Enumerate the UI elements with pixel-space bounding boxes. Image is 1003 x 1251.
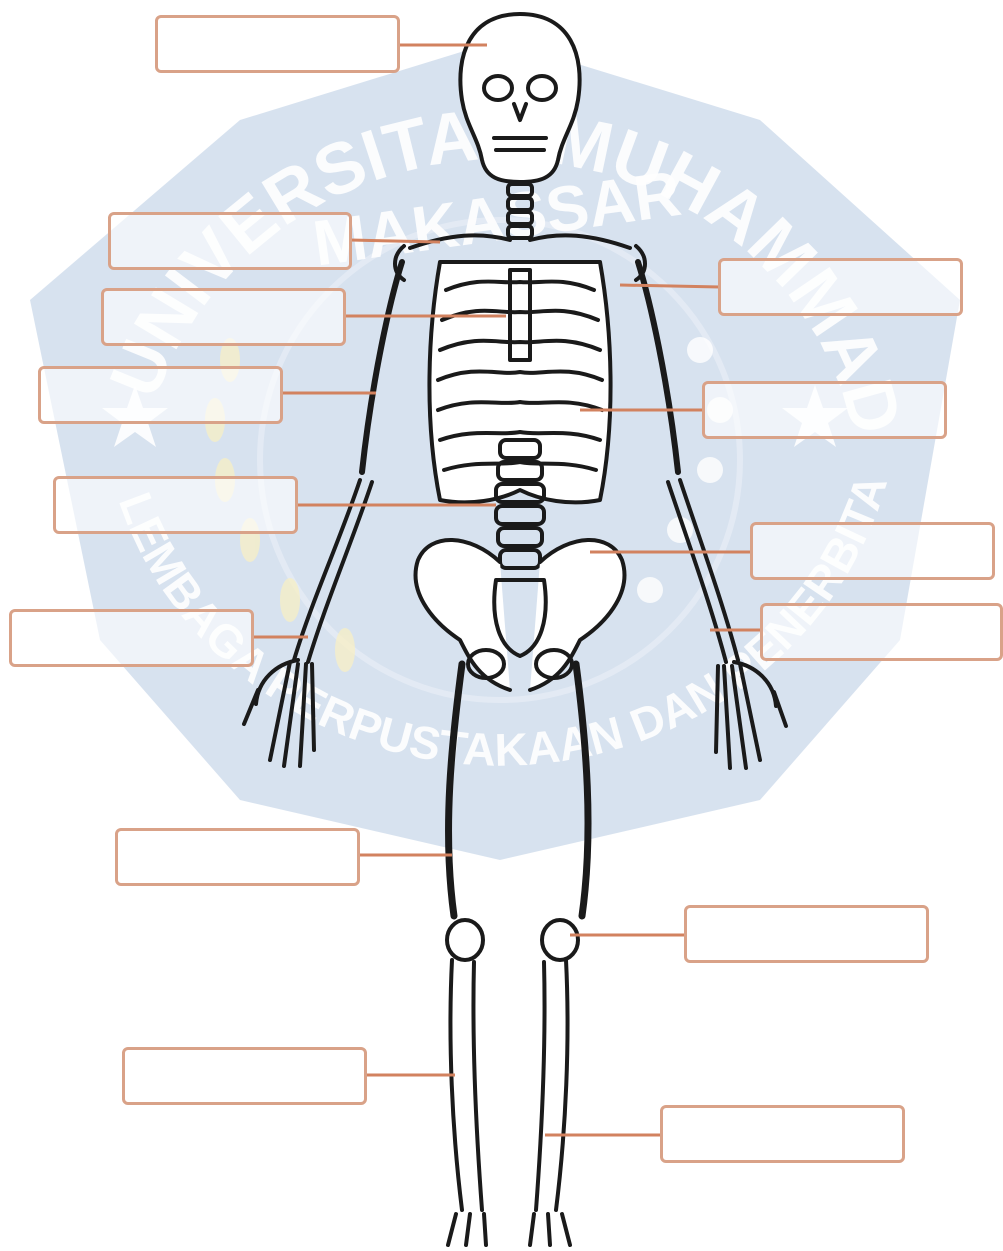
label-box-clavicle[interactable] [108,212,352,270]
label-box-pelvis[interactable] [750,522,995,580]
label-box-patella[interactable] [684,905,929,963]
label-box-tibia[interactable] [660,1105,905,1163]
leader-scapula [620,285,720,287]
label-box-sternum[interactable] [101,288,346,346]
right-leg-bones [530,664,588,1245]
label-box-fibula[interactable] [122,1047,367,1105]
right-arm-bones [638,262,786,768]
label-box-scapula[interactable] [718,258,963,316]
label-box-femur[interactable] [115,828,360,886]
label-box-spine[interactable] [53,476,298,534]
ribcage [429,262,610,502]
neck-vertebrae [508,184,532,238]
skull-bone [460,14,579,182]
label-box-ribs[interactable] [702,381,947,439]
leader-clavicle [350,240,440,242]
label-box-radius[interactable] [9,609,254,667]
label-box-skull[interactable] [155,15,400,73]
pelvis-bone [416,540,625,690]
left-leg-bones [447,664,486,1245]
label-box-humerus[interactable] [38,366,283,424]
lumbar-spine [496,440,544,568]
label-box-ulna[interactable] [760,603,1003,661]
